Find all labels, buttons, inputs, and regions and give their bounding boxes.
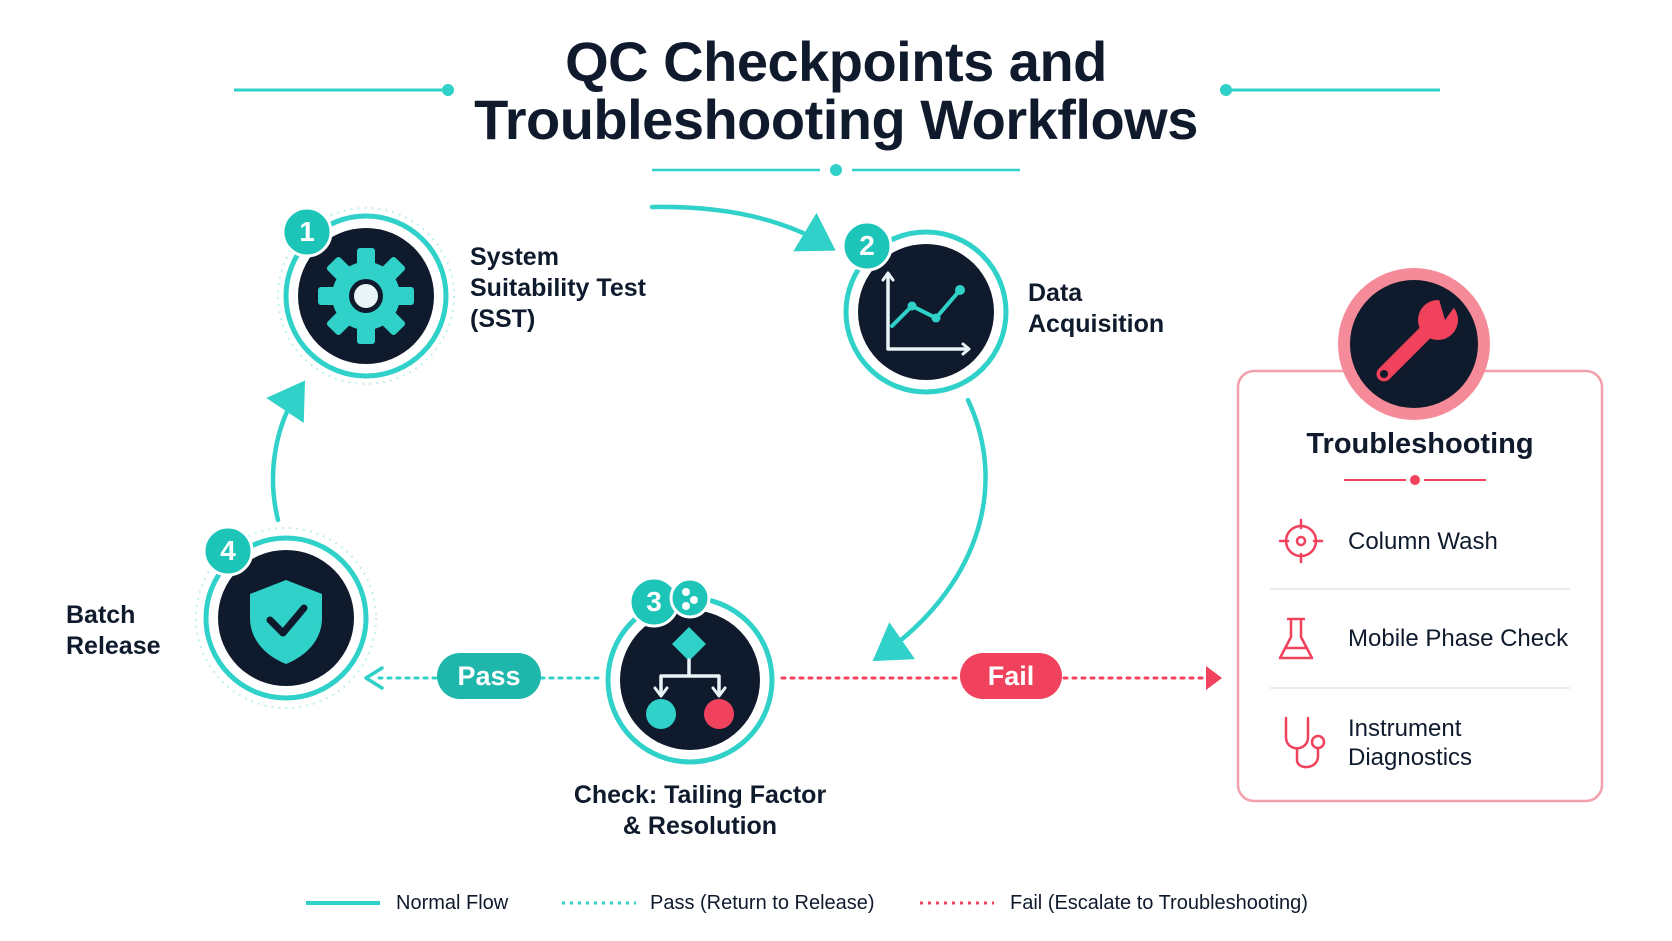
step-4-label: Batch Release (66, 601, 161, 660)
title-decoration (234, 84, 1440, 176)
step-2-node (841, 220, 1009, 395)
stethoscope-icon (1284, 716, 1326, 769)
arrow-to-step-1 (266, 380, 305, 523)
wrench-icon (1376, 296, 1458, 382)
shield-check-icon (250, 580, 322, 664)
normal-flow-arrows (266, 204, 988, 662)
troubleshooting-item-instrument-diagnostics: Instrument Diagnostics (1348, 715, 1473, 771)
legend-normal-flow: Normal Flow (396, 892, 509, 914)
troubleshooting-title: Troubleshooting (1306, 428, 1534, 460)
target-icon (1278, 518, 1324, 564)
step-3-node (605, 576, 775, 765)
fail-path (780, 666, 1222, 690)
troubleshooting-item-mobile-phase-check: Mobile Phase Check (1348, 625, 1569, 652)
step-2-number-badge: 2 (859, 230, 875, 261)
step-1-node (277, 206, 455, 385)
troubleshooting-panel-graphics (1236, 268, 1604, 803)
flask-icon (1278, 617, 1314, 660)
pass-pill: Pass (437, 653, 541, 699)
step-3-number-badge: 3 (646, 586, 662, 617)
legend-fail: Fail (Escalate to Troubleshooting) (1010, 892, 1308, 914)
decision-tree-icon (646, 627, 734, 729)
legend-pass: Pass (Return to Release) (650, 892, 875, 914)
small-decision-icon (669, 577, 711, 619)
troubleshooting-item-column-wash: Column Wash (1348, 528, 1498, 555)
step-2-label: Data Acquisition (1028, 279, 1165, 338)
arrow-to-step-2 (649, 204, 836, 252)
arrow-to-step-3 (872, 397, 988, 662)
step-1-label: System Suitability Test (SST) (470, 243, 646, 333)
line-chart-icon (881, 271, 971, 356)
diagram-title-line-1: QC Checkpoints and (565, 30, 1107, 93)
step-4-number-badge: 4 (220, 535, 236, 566)
pass-path (364, 666, 600, 690)
gear-icon (318, 248, 414, 344)
fail-pill: Fail (960, 653, 1062, 699)
step-1-number-badge: 1 (299, 216, 315, 247)
diagram-title-line-2: Troubleshooting Workflows (474, 88, 1198, 151)
step-4-node (195, 525, 377, 709)
step-3-label: Check: Tailing Factor & Resolution (573, 781, 827, 840)
